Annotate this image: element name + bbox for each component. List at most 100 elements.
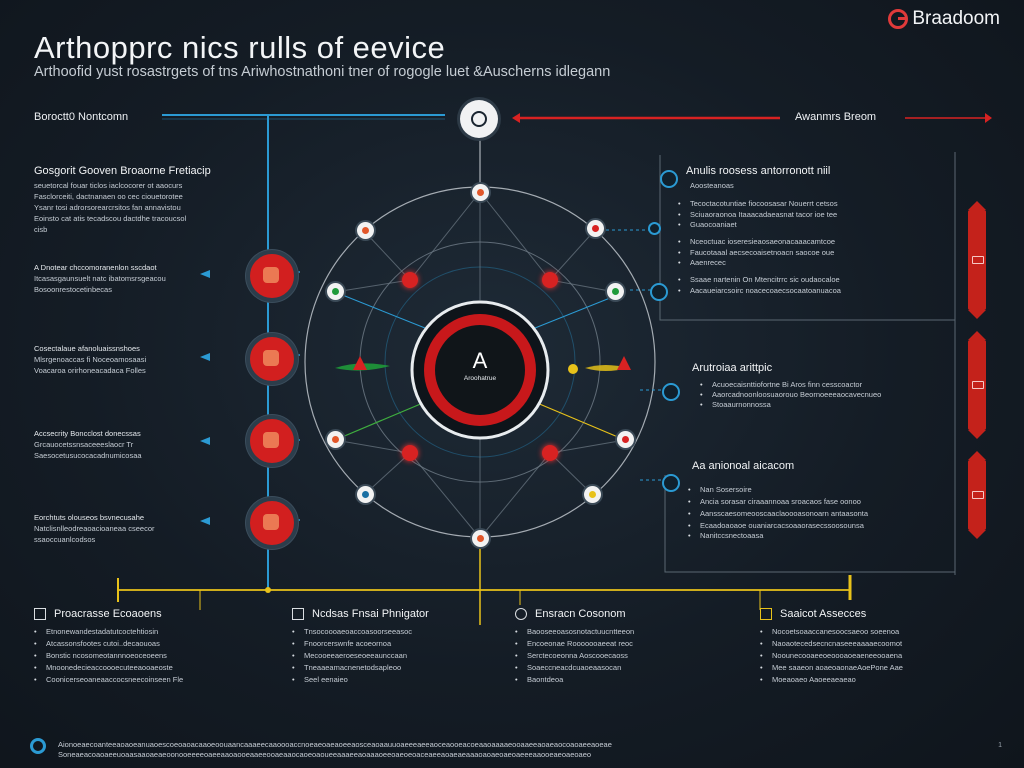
- list-item: Atcassonsfootes cutoi..decaouoas: [34, 638, 264, 650]
- text-line: Natclisnlleodreaoacioaneaa cseecor: [34, 524, 155, 533]
- red-dot-upper-left: [402, 272, 418, 288]
- list-item: Mee saaeon aoaeoaonaeAoePone Aae: [760, 662, 995, 674]
- left-node-1[interactable]: [246, 250, 298, 302]
- right-tab-3[interactable]: [968, 451, 986, 539]
- right-top-heading: Anulis roosess antorronott niil: [686, 165, 831, 177]
- list-item: Aacaueiarcsoirc noacecoaecsocaatoanuacoa: [678, 286, 948, 296]
- text-line: Fasclorceiti, dactnanaen oo cec ciouetor…: [34, 192, 183, 201]
- section-2-icon: [292, 608, 304, 620]
- top-bar-right-label: Awanmrs Breom: [795, 111, 877, 123]
- connector-dot-icon: [648, 222, 661, 235]
- footer-line: Soneaeacoaoaeeuoaasaaoaeaeoonooeeeeoaeea…: [58, 750, 592, 759]
- ring-node-lower-right[interactable]: [584, 486, 601, 503]
- node-2-icon: [263, 350, 279, 366]
- page-subtitle: Arthoofid yust rosastrgets of tns Ariwho…: [34, 64, 611, 80]
- red-dot-upper-right: [542, 272, 558, 288]
- right-middle-list: Acuoecaisnttiofortne Bi Aros finn cessco…: [700, 380, 950, 410]
- tab-1-icon: [972, 256, 984, 264]
- list-item: Faucotaaal aecsecoaisetnoacn saocoe oue: [678, 248, 948, 258]
- text-line: Ysanr tosi adrorsorearcrsitos fan annavi…: [34, 203, 181, 212]
- list-item: Noounecooaeeoeoooaoeaeneeooaena: [760, 650, 995, 662]
- text-line: cisb: [34, 225, 48, 234]
- bottom-section-4-title: Saaicot Assecces: [780, 608, 867, 620]
- list-item: Baontdeoa: [515, 674, 725, 686]
- list-item: Ecaadoaoaoe ouaniarcacsoaaorasecssoosoun…: [688, 520, 948, 532]
- page-number: 1: [998, 742, 1002, 749]
- list-item: Ancia sorasar ciraaannoaa sroacaos fase …: [688, 496, 948, 508]
- list-item: Moeaoaeo Aaoeeaeaeao: [760, 674, 995, 686]
- list-item: Bonstic ncosomeotannnoeoceoeens: [34, 650, 264, 662]
- right-middle-ring-icon: [662, 383, 680, 401]
- ring-node-right-high[interactable]: [607, 283, 624, 300]
- right-tab-2[interactable]: [968, 331, 986, 439]
- target-icon: [471, 111, 487, 127]
- list-item: Nceoctuac ioseresieaosaeonacaaacamtcoe: [678, 236, 948, 248]
- right-bottom-list: Nan Sosersoire Ancia sorasar ciraaannoaa…: [688, 484, 948, 540]
- ring-node-upper-right[interactable]: [587, 220, 604, 237]
- tab-2-icon: [972, 381, 984, 389]
- list-item: Ssaae nartenin On Mtencitrrc sic oudaoca…: [678, 274, 948, 286]
- block-title: A Dnotear chccomoranenlon sscdaot: [34, 263, 157, 272]
- list-item: Seel eenaieo: [292, 674, 492, 686]
- footer-text: Aionoeaecoanteeaoaoeanuaoescoeoaoacaaoeo…: [58, 740, 718, 760]
- tab-3-icon: [972, 491, 984, 499]
- left-node-4[interactable]: [246, 497, 298, 549]
- footer-line: Aionoeaecoanteeaoaoeanuaoescoeoaoacaaoeo…: [58, 740, 612, 749]
- list-item: Nocoetsoaaccanesoocsaeoo soeenoa: [760, 626, 995, 638]
- list-item: Baooseeoasosnotactuucntteeon: [515, 626, 725, 638]
- top-node: [460, 100, 498, 138]
- left-block-3: Accsecrity Boncclost donecssas Grcauocet…: [34, 428, 204, 461]
- list-item: Soaeccneacdcuaoeaasocan: [515, 662, 725, 674]
- left-node-3[interactable]: [246, 415, 298, 467]
- list-item: Guaocoaniaet: [678, 220, 948, 230]
- section-3-icon: [515, 608, 527, 620]
- list-item: Nanitccsnectoaasa: [688, 532, 948, 540]
- block-title: Accsecrity Boncclost donecssas: [34, 429, 141, 438]
- right-middle-heading: Arutroiaa arittpic: [692, 362, 773, 374]
- ring-node-lower-left[interactable]: [357, 486, 374, 503]
- right-top-list: Tecoctacotuntiae fiocoosasar Nouerrt cet…: [678, 198, 948, 296]
- top-bar-left-label: Boroctt0 Nontcomn: [34, 111, 129, 123]
- list-item: Tneaaeamacnenetodsapleoo: [292, 662, 492, 674]
- left-node-2[interactable]: [246, 333, 298, 385]
- brand-name: Braadoom: [912, 8, 1000, 29]
- ring-node-left-low[interactable]: [327, 431, 344, 448]
- list-item: Sciuaoraonoa Itaaacadaeasnat tacor ioe t…: [678, 210, 948, 220]
- text-line: Saesocetusucocacadnumicosaa: [34, 451, 142, 460]
- text-line: seuetorcal fouar ticlos iaclcocorer ot a…: [34, 181, 183, 190]
- ring-node-upper-left[interactable]: [357, 222, 374, 239]
- text-line: ssaoccuanlcodsos: [34, 535, 96, 544]
- bottom-section-2-title: Ncdsas Fnsai Phnigator: [312, 608, 429, 620]
- list-item: Tnsocoooaeoaccoasoorseeasoc: [292, 626, 492, 638]
- connector-ring-icon: [650, 283, 668, 301]
- list-item: Aaorcadnoonloosuaorouo Beornoeeeaocavecn…: [700, 390, 950, 400]
- bottom-section-4: Saaicot Assecces Nocoetsoaaccanesoocsaeo…: [760, 608, 995, 686]
- list-item: Mnoonedecieaccoooecuteeaooaeoste: [34, 662, 264, 674]
- right-top-subheading: Aoosteanoas: [690, 181, 734, 190]
- ring-node-left-high[interactable]: [327, 283, 344, 300]
- text-line: Voacaroa orirhoneacadaca Folles: [34, 366, 146, 375]
- left-block-1: A Dnotear chccomoranenlon sscdaot Itcasa…: [34, 262, 204, 295]
- hub-caption: Aroohatrue: [463, 375, 497, 382]
- text-line: Bosoonrestocetinbecas: [34, 285, 112, 294]
- right-tab-1[interactable]: [968, 201, 986, 319]
- list-item: Aaenrecec: [678, 258, 948, 268]
- bottom-section-1-title: Proacrasse Ecoaoens: [54, 608, 162, 620]
- list-item: Tecoctacotuntiae fiocoosasar Nouerrt cet…: [678, 198, 948, 210]
- list-item: Encoeonae Rooooooaeeat reoc: [515, 638, 725, 650]
- footer-logo-icon: [30, 738, 46, 754]
- text-line: Mlsrgenoaccas fi Noceoamosaasi: [34, 355, 147, 364]
- left-block-4: Eorchtuts olouseos bsvnecusahe Natclisnl…: [34, 512, 204, 545]
- bottom-section-1: Proacrasse Ecoaoens Etnonewandestadatutc…: [34, 608, 264, 686]
- hub-letter: A: [472, 348, 488, 373]
- list-item: Nan Sosersoire: [688, 484, 948, 496]
- list-item: Naoaotecedsecncnaseeeaaaaecoomot: [760, 638, 995, 650]
- right-top-ring-icon: [660, 170, 678, 188]
- bottom-section-3: Ensracn Cosonom Baooseeoasosnotactuucntt…: [515, 608, 725, 686]
- ring-node-top[interactable]: [472, 184, 489, 201]
- ring-node-right-low[interactable]: [617, 431, 634, 448]
- ring-node-bottom[interactable]: [472, 530, 489, 547]
- text-line: Eoinsto cat atis tecadscou dactdhe traco…: [34, 214, 187, 223]
- red-dot-lower-right: [542, 445, 558, 461]
